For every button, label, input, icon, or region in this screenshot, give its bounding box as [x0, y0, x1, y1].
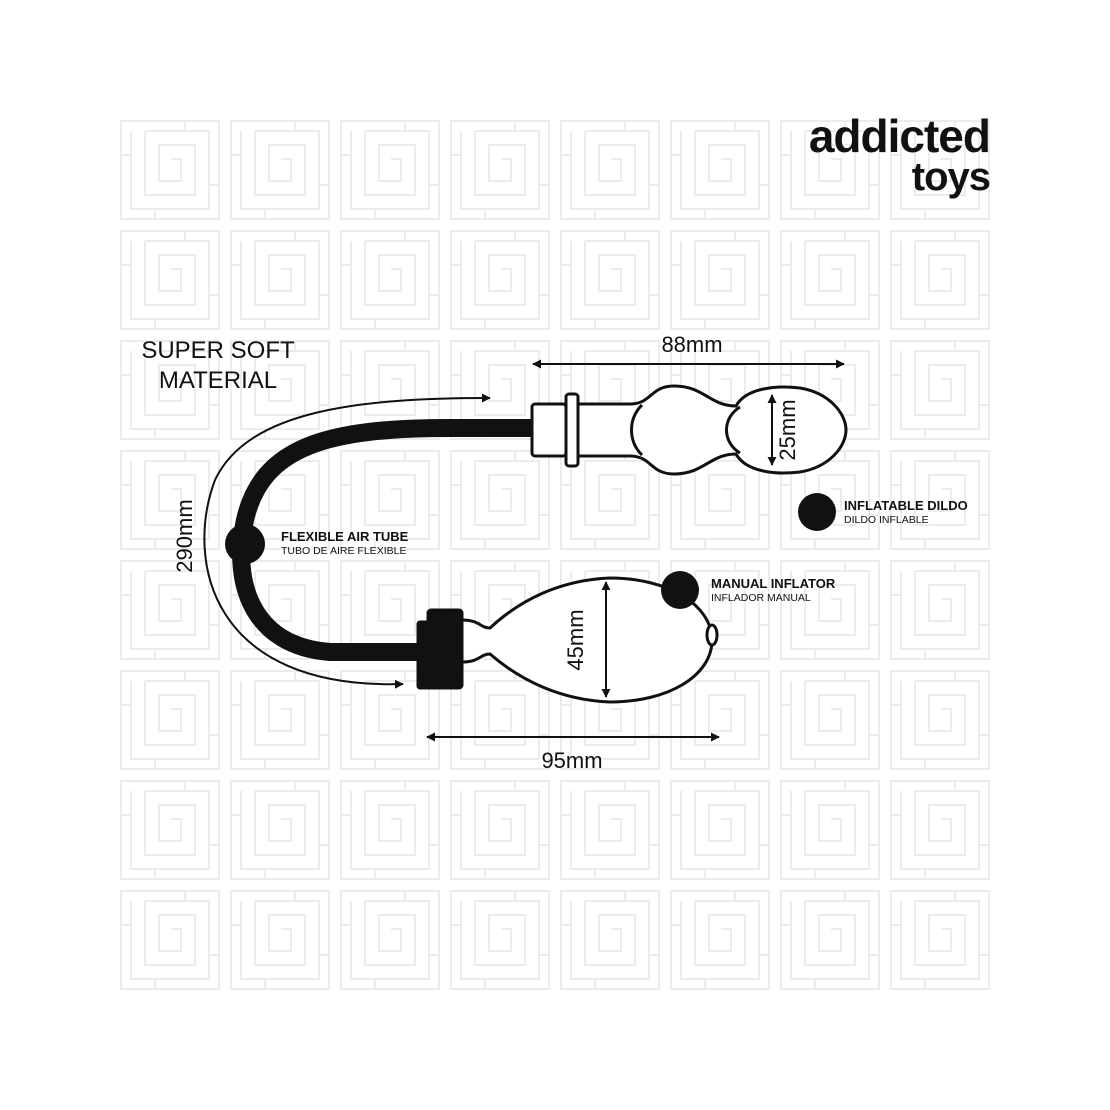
- tube-length-arrow: [203, 393, 491, 689]
- brand-logo-line2: toys: [912, 155, 990, 199]
- dildo-length-label: 88mm: [661, 332, 722, 357]
- manual-inflator: [416, 576, 719, 704]
- inflatable-dildo: [530, 384, 848, 476]
- inflator-length-label: 95mm: [541, 748, 602, 773]
- dildo-width-label: 25mm: [775, 399, 800, 460]
- inflator-coupler: [426, 608, 464, 690]
- air-tube: [232, 419, 544, 661]
- brand-logo-line1: addicted: [809, 110, 990, 162]
- tube-label-dot: [225, 524, 265, 564]
- inflator-label-subtitle: INFLADOR MANUAL: [711, 592, 811, 604]
- dildo-groove-2: [725, 405, 741, 455]
- inflator-label-dot: [661, 571, 699, 609]
- inflator-height-label: 45mm: [563, 609, 588, 670]
- callout-line2: MATERIAL: [159, 367, 277, 394]
- tube-label-subtitle: TUBO DE AIRE FLEXIBLE: [281, 545, 406, 557]
- tube-length-label: 290mm: [172, 499, 197, 572]
- inflator-label-title: MANUAL INFLATOR: [711, 576, 836, 591]
- dildo-label-dot: [798, 493, 836, 531]
- dildo-collar: [564, 392, 580, 468]
- inflator-valve: [705, 623, 719, 647]
- dildo-valve: [530, 402, 568, 458]
- dildo-body: [576, 384, 848, 476]
- dildo-label-title: INFLATABLE DILDO: [844, 498, 968, 513]
- dildo-groove-1: [630, 403, 644, 457]
- dildo-label-subtitle: DILDO INFLABLE: [844, 514, 929, 526]
- tube-label-title: FLEXIBLE AIR TUBE: [281, 529, 409, 544]
- callout-line1: SUPER SOFT: [141, 337, 295, 364]
